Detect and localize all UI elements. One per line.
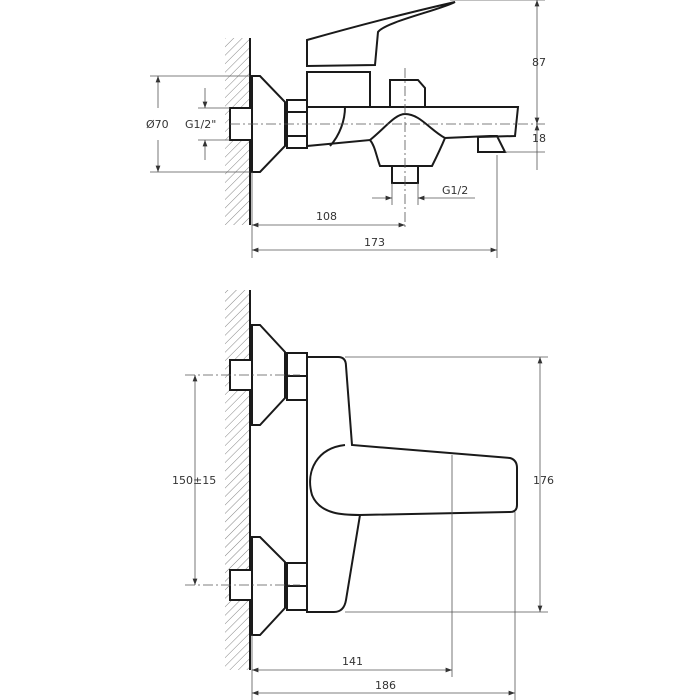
dim-inlet-thread: G1/2" bbox=[185, 118, 216, 131]
dim-flange-diameter: Ø70 bbox=[146, 118, 169, 131]
handle-lobe bbox=[309, 444, 361, 516]
diverter-knob bbox=[389, 79, 426, 108]
dim-handle-reach: 141 bbox=[342, 655, 363, 668]
side-view: Ø70 G1/2" 87 18 G1/2 108 173 bbox=[146, 0, 546, 258]
wall-hatch bbox=[225, 290, 250, 670]
cartridge-body bbox=[306, 71, 371, 108]
dim-total-depth: 173 bbox=[364, 236, 385, 249]
front-view: 150±15 176 141 186 bbox=[172, 290, 554, 700]
dim-wall-to-outlet: 108 bbox=[316, 210, 337, 223]
dim-spout: 18 bbox=[532, 132, 546, 145]
flange-bottom bbox=[251, 536, 286, 636]
spout-body bbox=[306, 106, 520, 167]
dim-outlet-thread: G1/2 bbox=[442, 184, 468, 197]
mixer-body bbox=[306, 356, 518, 613]
dim-body-height: 176 bbox=[533, 474, 554, 487]
dim-inlet-spacing: 150±15 bbox=[172, 474, 216, 487]
lever-handle bbox=[306, 1, 456, 68]
flange-top bbox=[251, 324, 286, 426]
dim-total-reach: 186 bbox=[375, 679, 396, 692]
dim-height: 87 bbox=[532, 56, 546, 69]
